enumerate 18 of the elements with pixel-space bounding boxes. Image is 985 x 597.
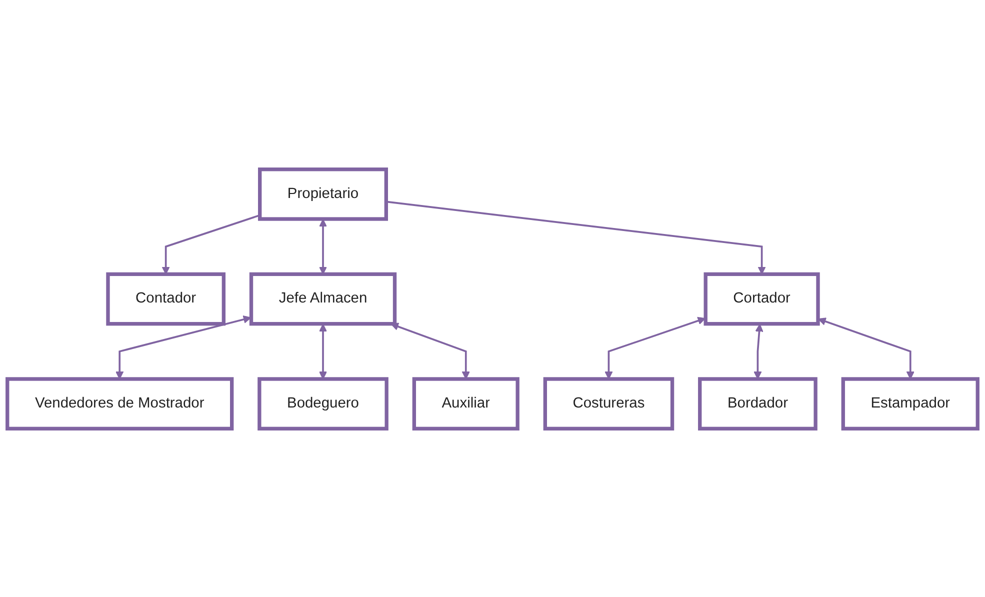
node-box: Auxiliar <box>412 376 520 430</box>
arrow <box>604 316 706 379</box>
node-box: Contador <box>106 272 226 326</box>
node-box: Estampador <box>841 376 980 430</box>
node-box: Bordador <box>698 376 818 430</box>
arrow <box>390 322 470 379</box>
node-box: Cortador <box>704 272 820 326</box>
arrow <box>318 323 328 379</box>
node-box: Propietario <box>258 167 388 220</box>
arrow <box>318 218 328 274</box>
arrow <box>754 323 764 379</box>
arrow <box>818 317 914 379</box>
node-box: Vendedores de Mostrador <box>6 376 234 430</box>
node-box: Bodeguero <box>258 376 388 430</box>
node-box: Jefe Almacen <box>249 272 397 326</box>
node-box: Costureras <box>543 376 674 430</box>
arrow <box>386 200 766 274</box>
arrow <box>116 314 252 379</box>
